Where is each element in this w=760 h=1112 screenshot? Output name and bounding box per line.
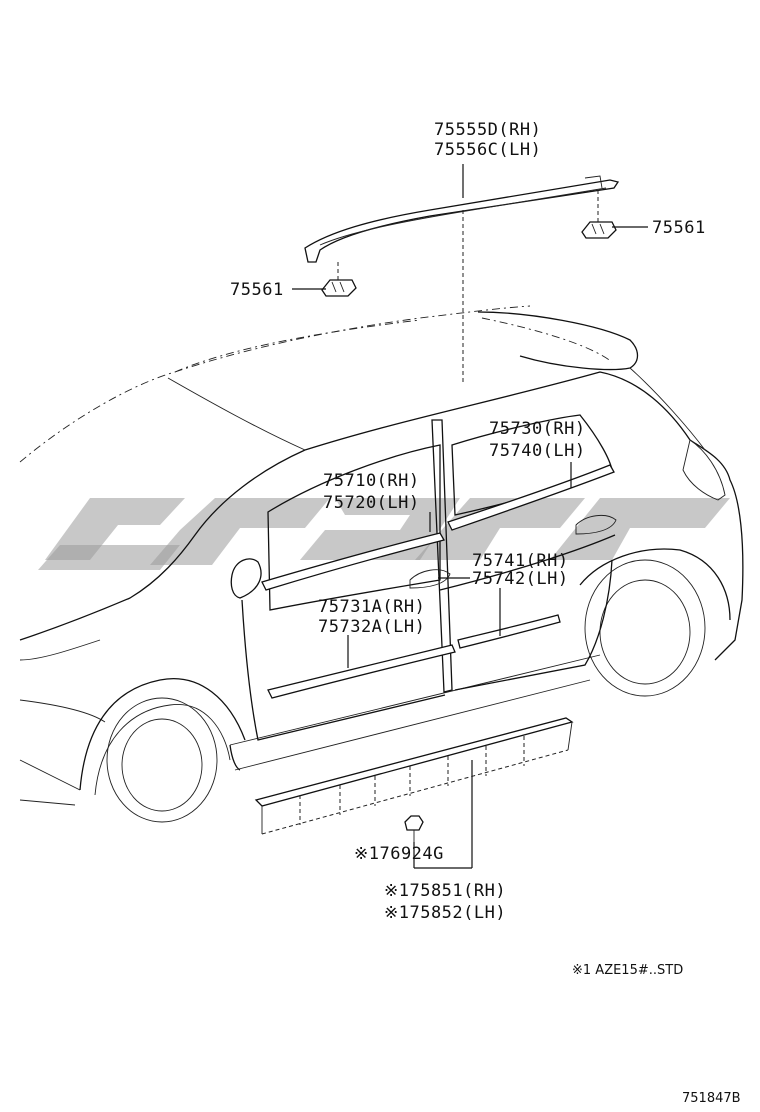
label-rear-upper-lh: 75740(LH) (489, 441, 586, 461)
rear-door-upper-molding[interactable] (447, 464, 615, 531)
label-rocker-lh: ※175852(LH) (384, 903, 506, 923)
label-rocker-clip: ※176924G (354, 844, 444, 864)
label-roof-molding-rh: 75555D(RH) (434, 120, 541, 140)
figure-id: 751847B (682, 1091, 741, 1106)
label-rocker-rh: ※175851(RH) (384, 881, 506, 901)
label-clip-right: 75561 (652, 218, 706, 238)
label-front-lower-rh: 75731A(RH) (318, 597, 425, 617)
label-rear-lower-lh: 75742(LH) (472, 569, 569, 589)
roof-molding[interactable] (304, 175, 620, 263)
front-door-lower-molding[interactable] (267, 644, 456, 699)
label-roof-molding-lh: 75556C(LH) (434, 140, 541, 160)
clip-right[interactable] (581, 221, 617, 239)
label-rear-upper-rh: 75730(RH) (489, 419, 586, 439)
rocker-clip[interactable] (404, 815, 424, 842)
rear-door-lower-molding[interactable] (457, 614, 561, 649)
label-rear-lower-rh: 75741(RH) (472, 551, 569, 571)
label-front-lower-lh: 75732A(LH) (318, 617, 425, 637)
clip-left[interactable] (321, 279, 357, 297)
label-front-upper-rh: 75710(RH) (323, 471, 420, 491)
label-front-upper-lh: 75720(LH) (323, 493, 420, 513)
vehicle-outline (19, 305, 744, 823)
front-door-upper-molding[interactable] (261, 532, 445, 591)
rocker-molding[interactable] (254, 717, 574, 835)
label-clip-left: 75561 (230, 280, 284, 300)
footnote: ※1 AZE15#..STD (572, 963, 683, 978)
